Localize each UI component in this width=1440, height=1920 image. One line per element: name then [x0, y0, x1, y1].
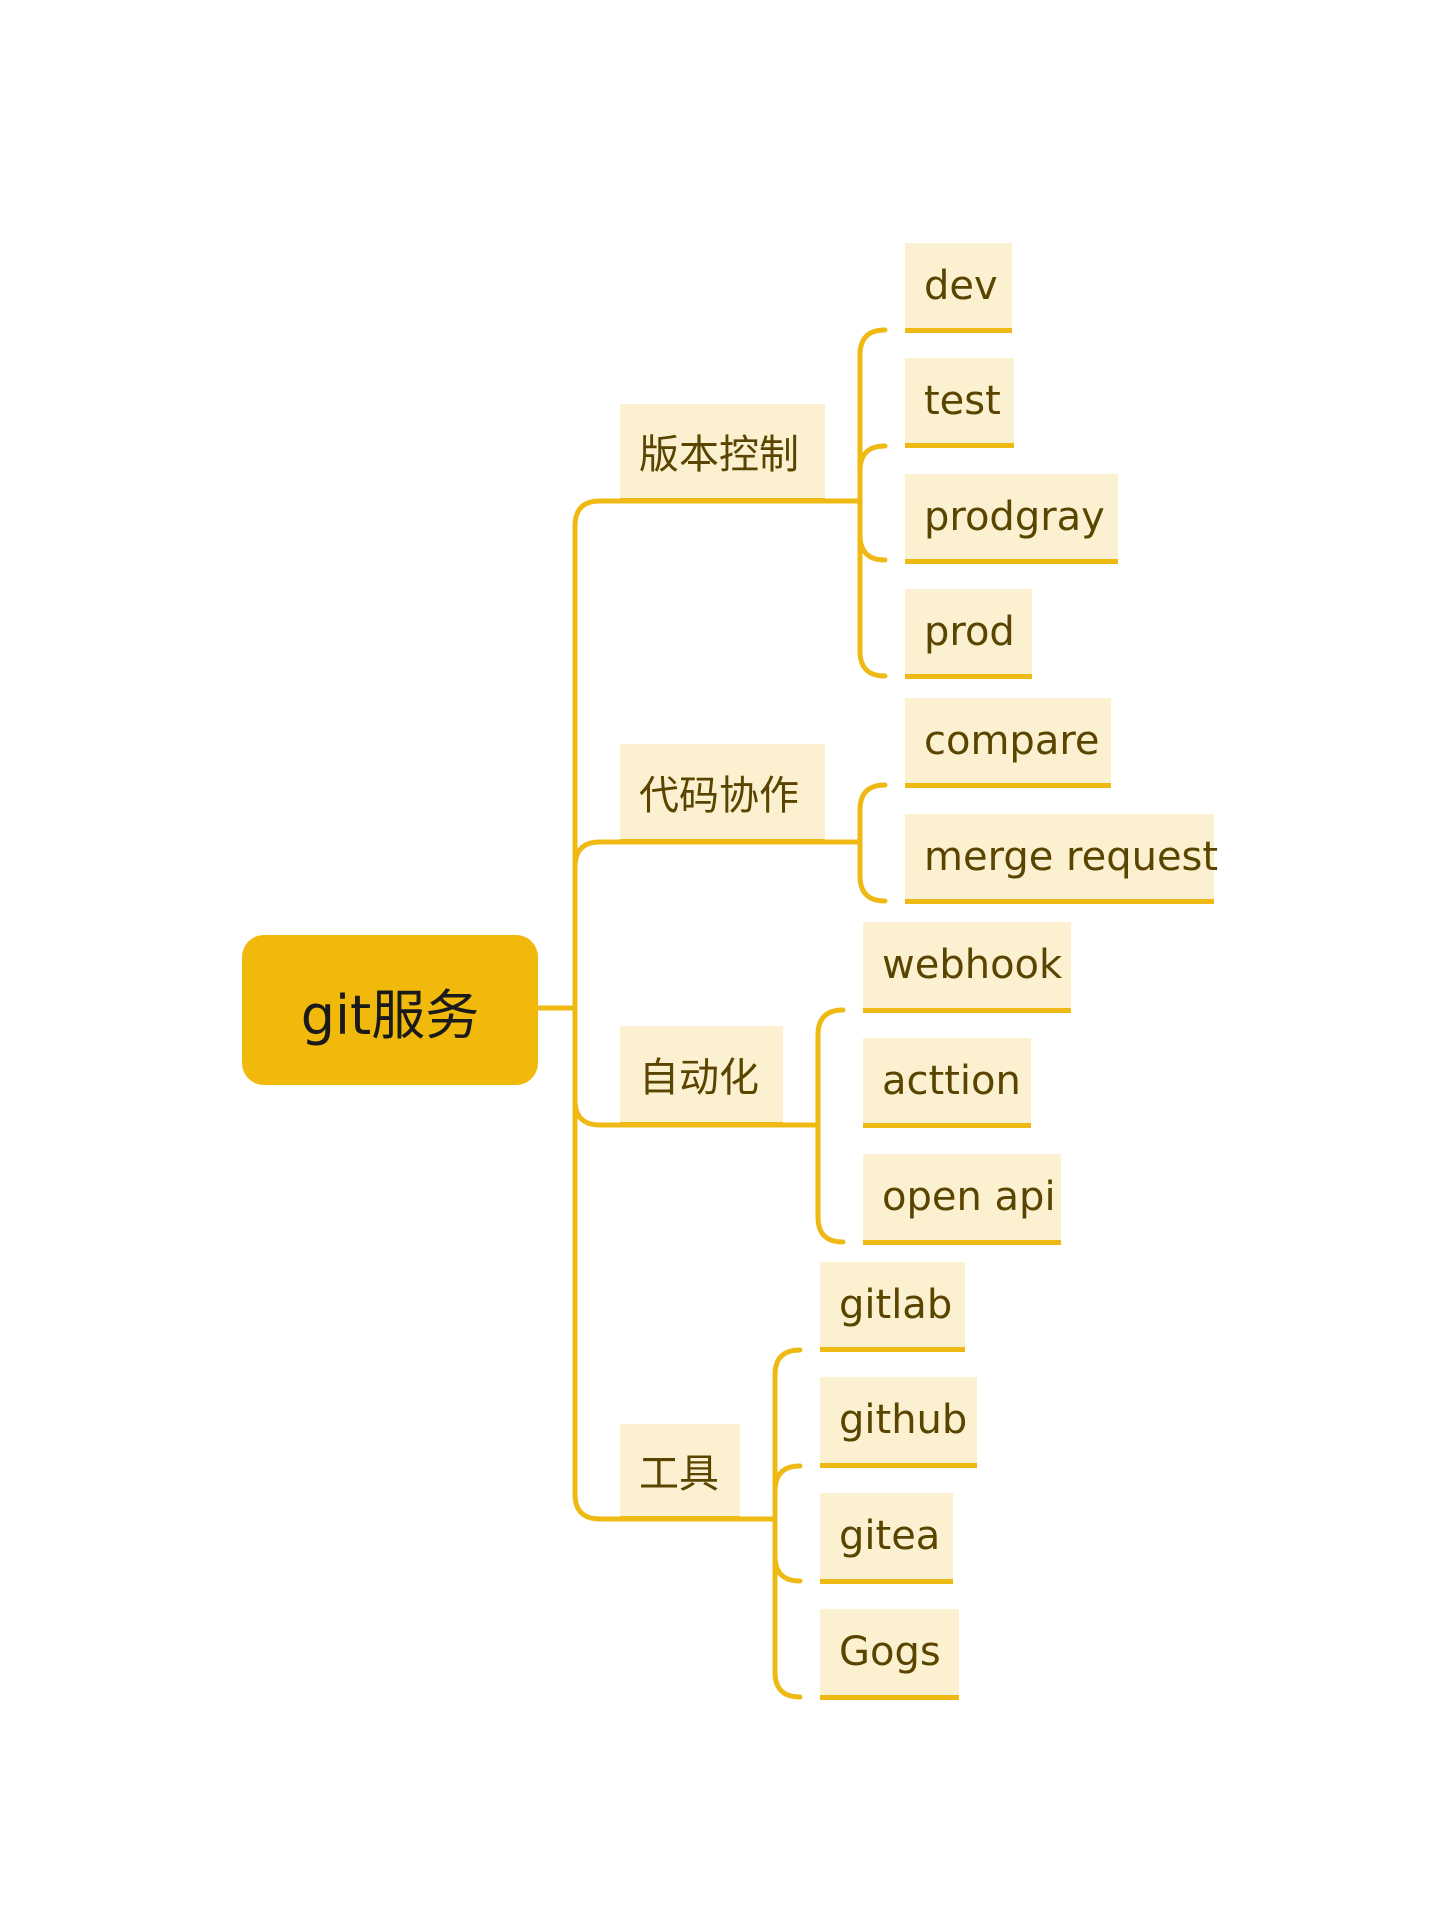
- leaf-node-dev[interactable]: dev: [905, 243, 1012, 333]
- leaf-node-gogs[interactable]: Gogs: [820, 1609, 959, 1700]
- leaf-node-open-api[interactable]: open api: [863, 1154, 1061, 1245]
- leaf-label: webhook: [882, 942, 1063, 988]
- leaf-node-webhook[interactable]: webhook: [863, 922, 1071, 1013]
- connector-sub-4: [772, 1347, 803, 1700]
- leaf-node-prodgray[interactable]: prodgray: [905, 474, 1118, 564]
- connector-sub-4-c: [772, 1553, 803, 1584]
- branch-label: 自动化: [639, 1055, 759, 1101]
- leaf-label: open api: [882, 1174, 1056, 1220]
- leaf-label: prodgray: [924, 493, 1105, 540]
- connector-branch-3: [572, 1097, 821, 1128]
- branch-node-code-collaboration[interactable]: 代码协作: [620, 744, 825, 844]
- leaf-node-test[interactable]: test: [905, 358, 1014, 448]
- root-node[interactable]: git服务: [242, 935, 538, 1085]
- branch-node-version-control[interactable]: 版本控制: [620, 404, 825, 503]
- branch-label: 代码协作: [639, 772, 799, 819]
- leaf-label: acttion: [882, 1057, 1021, 1104]
- connector-sub-2: [857, 782, 888, 904]
- leaf-node-gitlab[interactable]: gitlab: [820, 1262, 965, 1352]
- leaf-label: dev: [924, 262, 998, 309]
- leaf-label: compare: [924, 717, 1100, 764]
- connector-sub-4-b: [772, 1463, 803, 1494]
- branch-label: 工具: [639, 1451, 719, 1497]
- leaf-label: github: [839, 1397, 968, 1443]
- connector-sub-1-b: [857, 443, 888, 474]
- leaf-node-acttion[interactable]: acttion: [863, 1038, 1031, 1128]
- connector-sub-1-c: [857, 532, 888, 563]
- leaf-node-gitea[interactable]: gitea: [820, 1493, 953, 1584]
- root-label: git服务: [300, 983, 480, 1047]
- leaf-node-merge-request[interactable]: merge request: [905, 814, 1218, 904]
- connector-trunk: [572, 498, 603, 1522]
- leaf-node-prod[interactable]: prod: [905, 589, 1032, 679]
- branch-node-tools[interactable]: 工具: [620, 1424, 740, 1521]
- leaf-label: test: [924, 377, 1001, 424]
- connector-sub-1: [857, 327, 888, 679]
- leaf-label: Gogs: [839, 1629, 941, 1675]
- leaf-node-compare[interactable]: compare: [905, 698, 1111, 788]
- connector-sub-3: [815, 1007, 846, 1245]
- leaf-node-github[interactable]: github: [820, 1377, 977, 1468]
- branch-label: 版本控制: [639, 432, 799, 478]
- leaf-label: merge request: [924, 833, 1219, 880]
- leaf-label: prod: [924, 608, 1015, 655]
- leaf-label: gitea: [839, 1513, 941, 1559]
- leaf-label: gitlab: [839, 1281, 953, 1328]
- branch-node-automation[interactable]: 自动化: [620, 1026, 783, 1127]
- connector-branch-2: [572, 839, 603, 870]
